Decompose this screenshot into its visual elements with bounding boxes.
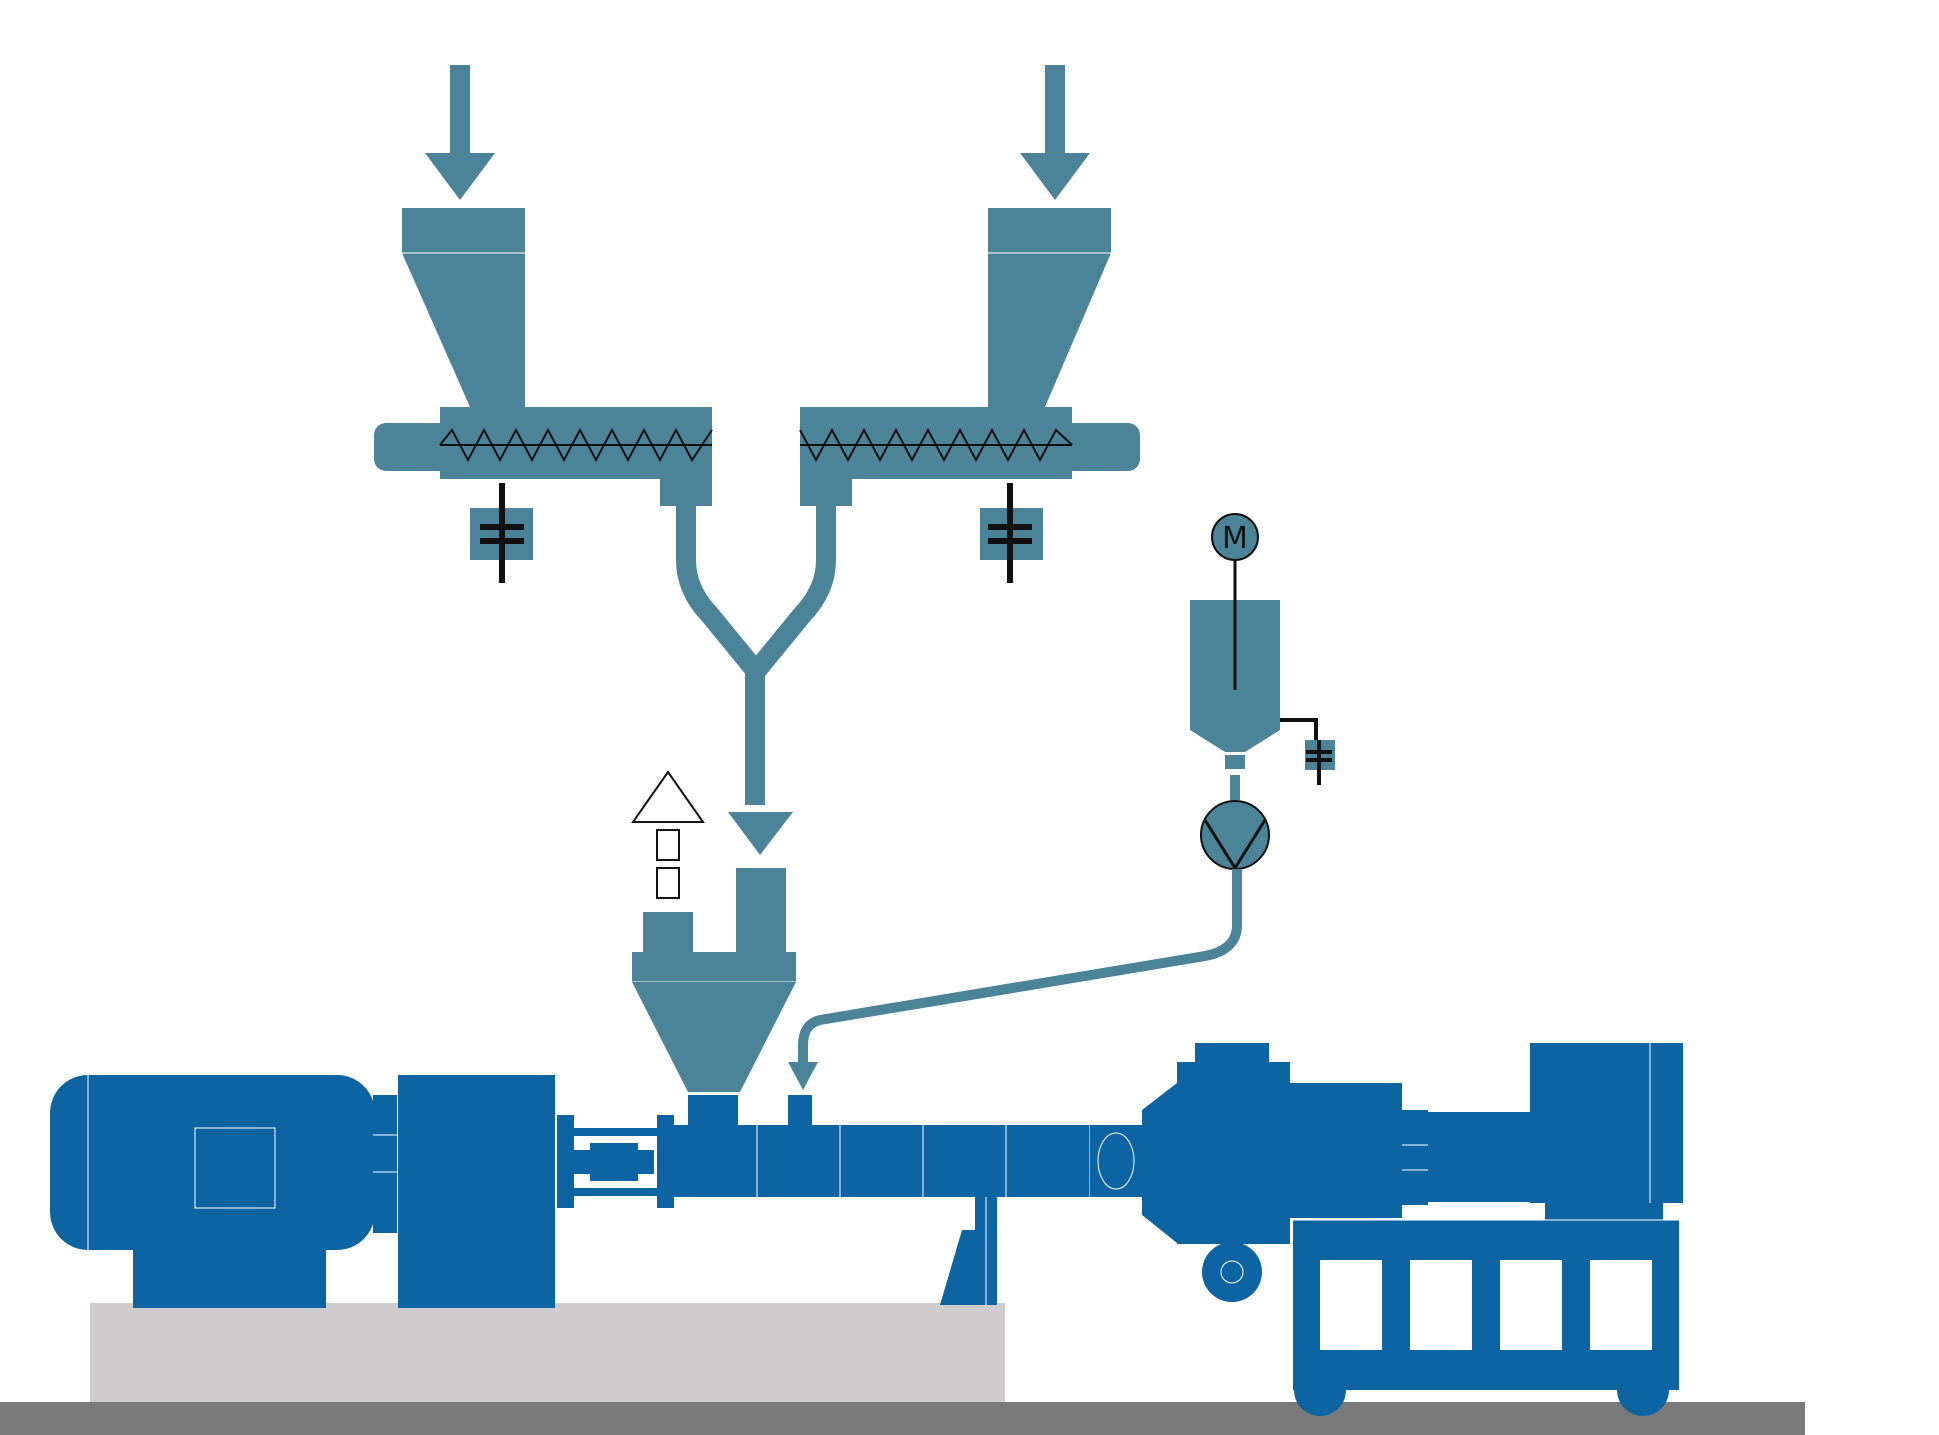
y-merge-arrow — [728, 812, 793, 855]
extruder-barrel — [674, 1095, 1142, 1197]
drive-motor — [50, 1075, 397, 1308]
right-hopper — [988, 208, 1111, 407]
floor — [0, 1402, 1805, 1435]
motor-label: M — [1222, 521, 1248, 556]
y-merge-pipe — [676, 506, 836, 805]
liquid-injection-line — [798, 869, 1242, 1063]
extruder-machine — [50, 1043, 1683, 1416]
injection-arrow — [788, 1062, 818, 1090]
liquid-tank-with-mixer-motor: M — [1190, 513, 1335, 785]
left-feeder-group — [374, 65, 713, 583]
right-screw-flight — [799, 427, 1073, 463]
pump-icon — [1200, 800, 1270, 870]
barrel-support — [940, 1197, 997, 1305]
dosing-pump — [1200, 775, 1270, 871]
die-head-unit — [1142, 1043, 1683, 1302]
left-raw-material-arrow — [425, 65, 495, 200]
right-screw-feeder — [799, 407, 1140, 506]
machine-base — [90, 1303, 1005, 1403]
left-screw-flight — [439, 427, 713, 463]
cart-wheel-right — [1617, 1364, 1669, 1416]
right-weigh-cell — [980, 483, 1043, 583]
vent-arrow — [631, 770, 705, 899]
feed-hopper — [632, 868, 796, 1092]
cart-wheel-left — [1294, 1364, 1346, 1416]
coupling — [557, 1115, 674, 1208]
right-raw-material-arrow — [1020, 65, 1090, 200]
downstream-cart — [1293, 1219, 1679, 1416]
left-weigh-cell — [470, 483, 533, 583]
right-feeder-group — [799, 65, 1140, 583]
left-hopper — [402, 208, 525, 407]
left-screw-feeder — [374, 407, 713, 506]
gearbox — [398, 1075, 555, 1308]
